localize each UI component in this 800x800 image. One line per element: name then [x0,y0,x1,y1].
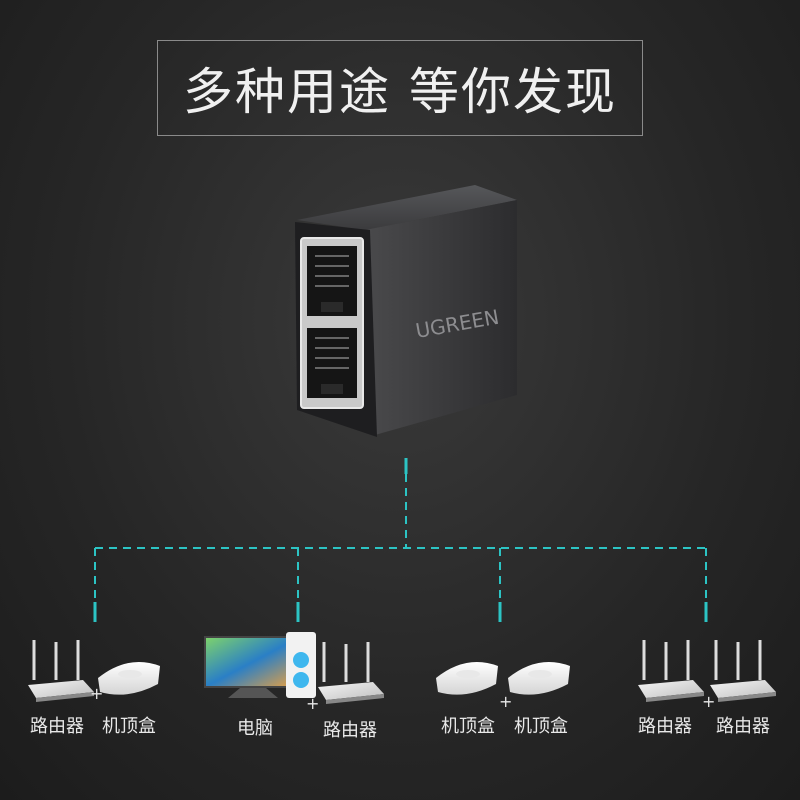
router-icon [710,640,776,702]
device-label-router: 路由器 [30,716,84,737]
page-title: 多种用途 等你发现 [183,63,617,121]
device-label-set-top-box: 机顶盒 [514,716,568,737]
device-label-router: 路由器 [638,716,692,737]
device-label-set-top-box: 机顶盒 [441,716,495,737]
plus-sign: + [702,692,716,711]
computer-icon [204,632,316,698]
device-label-computer: 电脑 [237,718,273,739]
set-top-box-icon [508,662,570,695]
device-label-set-top-box: 机顶盒 [102,716,156,737]
set-top-box-icon [98,662,160,695]
plus-sign: + [499,692,513,711]
rj45-splitter-image: UGREEN [295,185,517,437]
router-icon [318,642,384,704]
router-icon [28,640,94,702]
set-top-box-icon [436,662,498,695]
plus-sign: + [306,694,320,713]
router-icon [638,640,704,702]
title-box: 多种用途 等你发现 [157,40,643,136]
plus-sign: + [90,684,104,703]
device-label-router: 路由器 [323,720,377,741]
device-label-router: 路由器 [716,716,770,737]
